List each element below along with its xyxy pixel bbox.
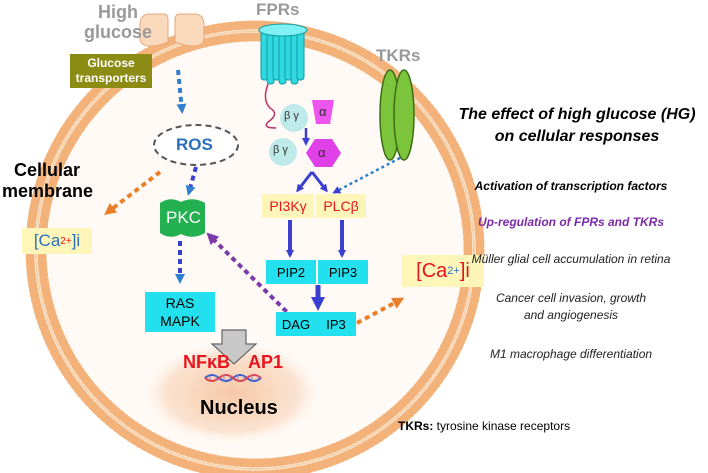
arrow-transporter-to-ros: [176, 69, 187, 114]
ras-mapk-box: RAS MAPK: [145, 292, 215, 332]
glucose-transporters-box: Glucose transporters: [70, 54, 152, 88]
arrow-dag-to-pkc: [206, 232, 295, 320]
effects-title: The effect of high glucose (HG) on cellu…: [458, 106, 696, 145]
cell-membrane: [25, 20, 485, 473]
pi3k-box: PI3Kγ: [262, 194, 314, 218]
arrow-ip3-to-ca-right: [356, 297, 405, 325]
g-beta-gamma-2-label: β γ: [273, 144, 288, 156]
g-beta-gamma-1-label: β γ: [284, 110, 299, 122]
g-alpha-1-label: α: [319, 104, 327, 119]
footnote: TKRs: tyrosine kinase receptors: [398, 419, 570, 433]
cellular-membrane-label: Cellular membrane: [2, 160, 94, 201]
ros-node: [153, 124, 239, 166]
nucleus-label: Nucleus: [200, 397, 278, 419]
tkrs-label: TKRs: [376, 46, 421, 65]
effect-item-2: Up-regulation of FPRs and TKRs: [478, 215, 664, 229]
ros-label: ROS: [176, 135, 213, 154]
nucleus-region: [137, 338, 327, 448]
tkr-receptor-icon: [379, 69, 415, 161]
pip2-box: PIP2: [266, 260, 316, 284]
ap1-label: AP1: [248, 352, 284, 372]
pip3-box: PIP3: [318, 260, 368, 284]
effect-item-5: M1 macrophage differentiation: [489, 347, 653, 361]
arrow-ros-to-ca-left: [104, 170, 162, 216]
pkc-node: [160, 199, 205, 237]
g-alpha-2-label: α: [318, 145, 326, 160]
fpr-receptor-icon: [258, 23, 308, 129]
footnote-abbr: TKRs:: [398, 419, 434, 433]
arrow-tkr-to-pi3k: [332, 156, 401, 194]
arrow-g-to-plc: [310, 171, 328, 193]
nfkb-label: NFκB: [183, 352, 231, 372]
high-glucose-label: High glucose: [83, 2, 153, 42]
g-beta-gamma-1-icon: [280, 104, 308, 132]
g-beta-gamma-2-icon: [269, 138, 297, 166]
pkc-label: PKC: [166, 208, 201, 227]
ip3-box: IP3: [316, 312, 356, 336]
fprs-label: FPRs: [256, 0, 300, 19]
arrow-ros-to-pkc: [185, 166, 198, 196]
arrow-g-to-pi3k: [296, 171, 314, 193]
g-alpha-1-icon: [312, 100, 334, 124]
effect-item-4: Cancer cell invasion, growth and angioge…: [495, 291, 647, 322]
plc-box: PLCβ: [316, 194, 366, 218]
glucose-transporter-icon: [139, 13, 205, 47]
effect-item-3: Müller glial cell accumulation in retina: [471, 252, 671, 266]
g-alpha-2-icon: [306, 139, 341, 167]
footnote-text: tyrosine kinase receptors: [433, 419, 571, 433]
effect-item-1: Activation of transcription factors: [474, 179, 668, 193]
dna-icon: [204, 374, 262, 382]
dag-box: DAG: [276, 312, 316, 336]
nuclear-translocation-arrow: [210, 329, 258, 365]
